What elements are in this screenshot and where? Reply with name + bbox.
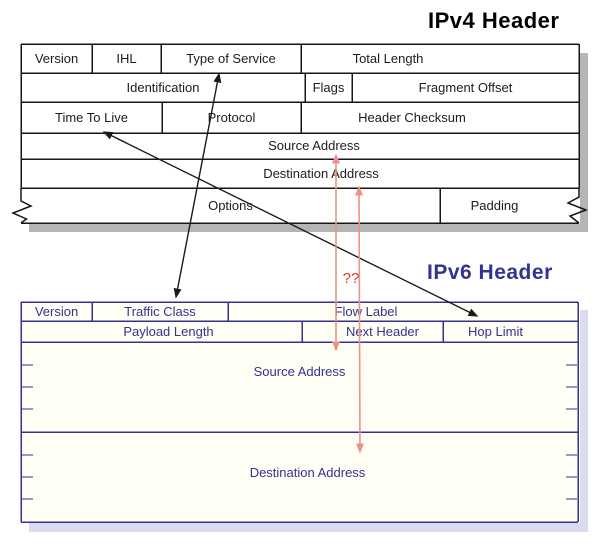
ipv4-field-identification: Identification: [126, 80, 200, 95]
ipv6-field-source-address: Source Address: [253, 364, 346, 379]
ipv4-field-padding: Padding: [470, 198, 519, 213]
arrow-destination-address-to-destination-address: [355, 185, 364, 454]
ipv6-bottom-shadow: [29, 523, 588, 532]
ipv4-bottom-shadow: [29, 224, 588, 232]
ipv6-field-destination-address: Destination Address: [249, 465, 366, 480]
ipv4-field-destination-address: Destination Address: [263, 166, 379, 181]
ipv4-field-source-address: Source Address: [268, 138, 360, 153]
ipv4-field-flags: Flags: [312, 80, 345, 95]
ipv4-field-total-length: Total Length: [352, 51, 424, 66]
ipv6-field-next-header: Next Header: [346, 324, 419, 339]
ipv6-field-version: Version: [34, 304, 79, 319]
ipv4-table-fill: [21, 44, 579, 223]
ipv6-field-flow-label: Flow Label: [334, 304, 398, 319]
ipv6-title: IPv6 Header: [427, 261, 553, 284]
ipv6-field-payload-length: Payload Length: [123, 324, 214, 339]
ipv4-field-ihl: IHL: [116, 51, 137, 66]
ipv4-field-header-checksum: Header Checksum: [358, 110, 466, 125]
ipv4-field-time-to-live: Time To Live: [55, 110, 128, 125]
ipv6-field-traffic-class: Traffic Class: [124, 304, 196, 319]
ipv4-field-fragment-offset: Fragment Offset: [418, 80, 513, 95]
ipv6-right-shadow: [580, 310, 588, 524]
ipv4-title: IPv4 Header: [428, 8, 560, 33]
ipv4-grid: [11, 43, 589, 224]
ipv4-field-options: Options: [208, 198, 253, 213]
mapping-question-marks: ??: [342, 270, 360, 287]
ipv4-field-protocol: Protocol: [207, 110, 256, 125]
ipv4-right-shadow: [580, 53, 588, 224]
arrow-time-to-live-to-hop-limit: [102, 131, 479, 317]
ipv4-field-type-of-service: Type of Service: [186, 51, 276, 66]
arrow-type-of-service-to-traffic-class: [173, 72, 222, 299]
ipv4-field-version: Version: [34, 51, 79, 66]
ipv6-field-hop-limit: Hop Limit: [468, 324, 523, 339]
